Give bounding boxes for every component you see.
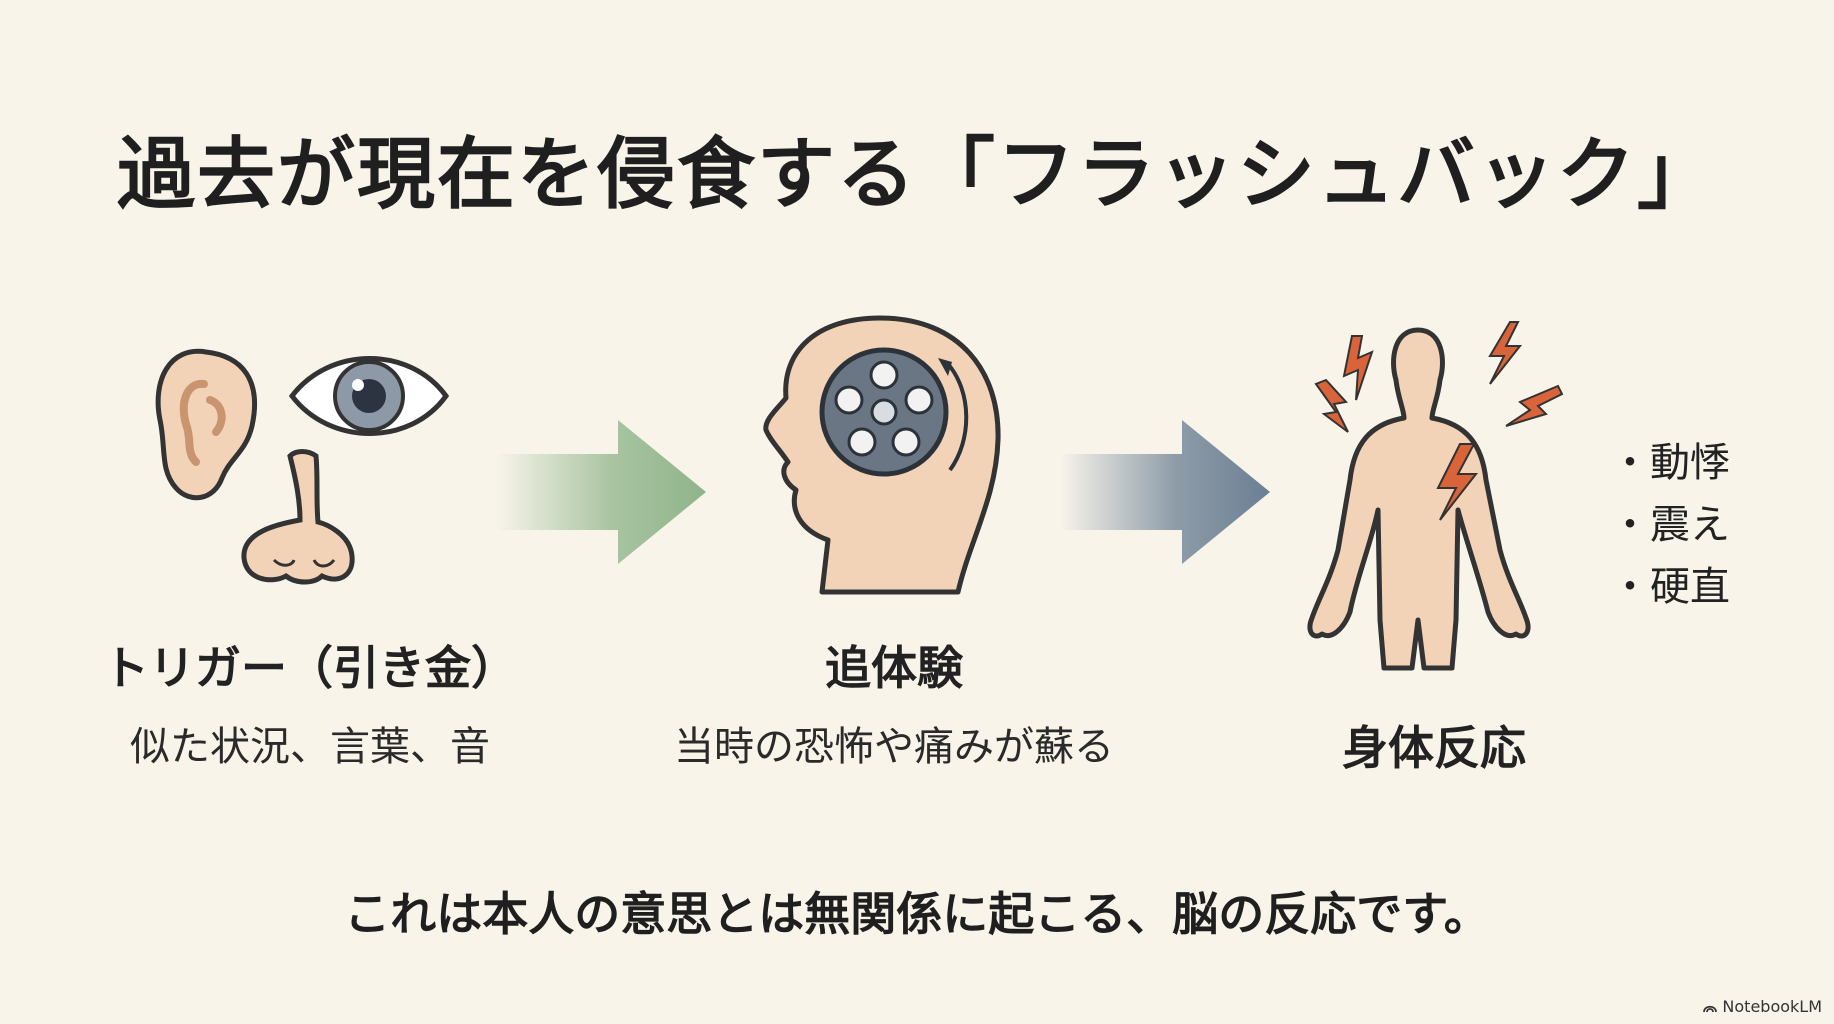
rewind-arrow-icon (946, 362, 969, 472)
arrow-reexperience-to-body (1060, 420, 1270, 564)
senses-icon (155, 348, 450, 585)
ear-icon (155, 348, 258, 501)
brand-watermark: NotebookLM (1702, 997, 1822, 1016)
lightning-icon (1436, 443, 1479, 521)
film-reel-icon (819, 347, 949, 477)
eye-icon (288, 356, 450, 436)
brand-name: NotebookLM (1722, 997, 1822, 1016)
footer-message: これは本人の意思とは無関係に起こる、脳の反応です。 (344, 887, 1490, 941)
stage-label-body: 身体反応 (1342, 721, 1526, 775)
list-item: 震え (1610, 494, 1730, 556)
head-film-reel-icon (763, 315, 1001, 595)
stage-label-trigger: トリガー（引き金） (103, 641, 517, 695)
lightning-icon (1314, 378, 1349, 433)
stage-sub-reexperience: 当時の恐怖や痛みが蘇る (674, 724, 1114, 770)
notebooklm-logo-icon (1703, 1005, 1718, 1012)
lightning-icon (1342, 335, 1374, 401)
list-item: 動悸 (1610, 432, 1730, 494)
page-title: 過去が現在を侵食する「フラッシュバック」 (116, 129, 1717, 220)
stage-label-reexperience: 追体験 (825, 641, 963, 695)
arrow-trigger-to-reexperience (496, 420, 706, 564)
nose-icon (241, 449, 355, 585)
list-item: 硬直 (1610, 556, 1730, 618)
body-reaction-list: 動悸 震え 硬直 (1610, 432, 1730, 618)
body-shock-icon (1307, 321, 1564, 671)
lightning-icon (1488, 321, 1523, 385)
stage-sub-trigger: 似た状況、言葉、音 (130, 724, 490, 770)
lightning-icon (1505, 384, 1564, 427)
